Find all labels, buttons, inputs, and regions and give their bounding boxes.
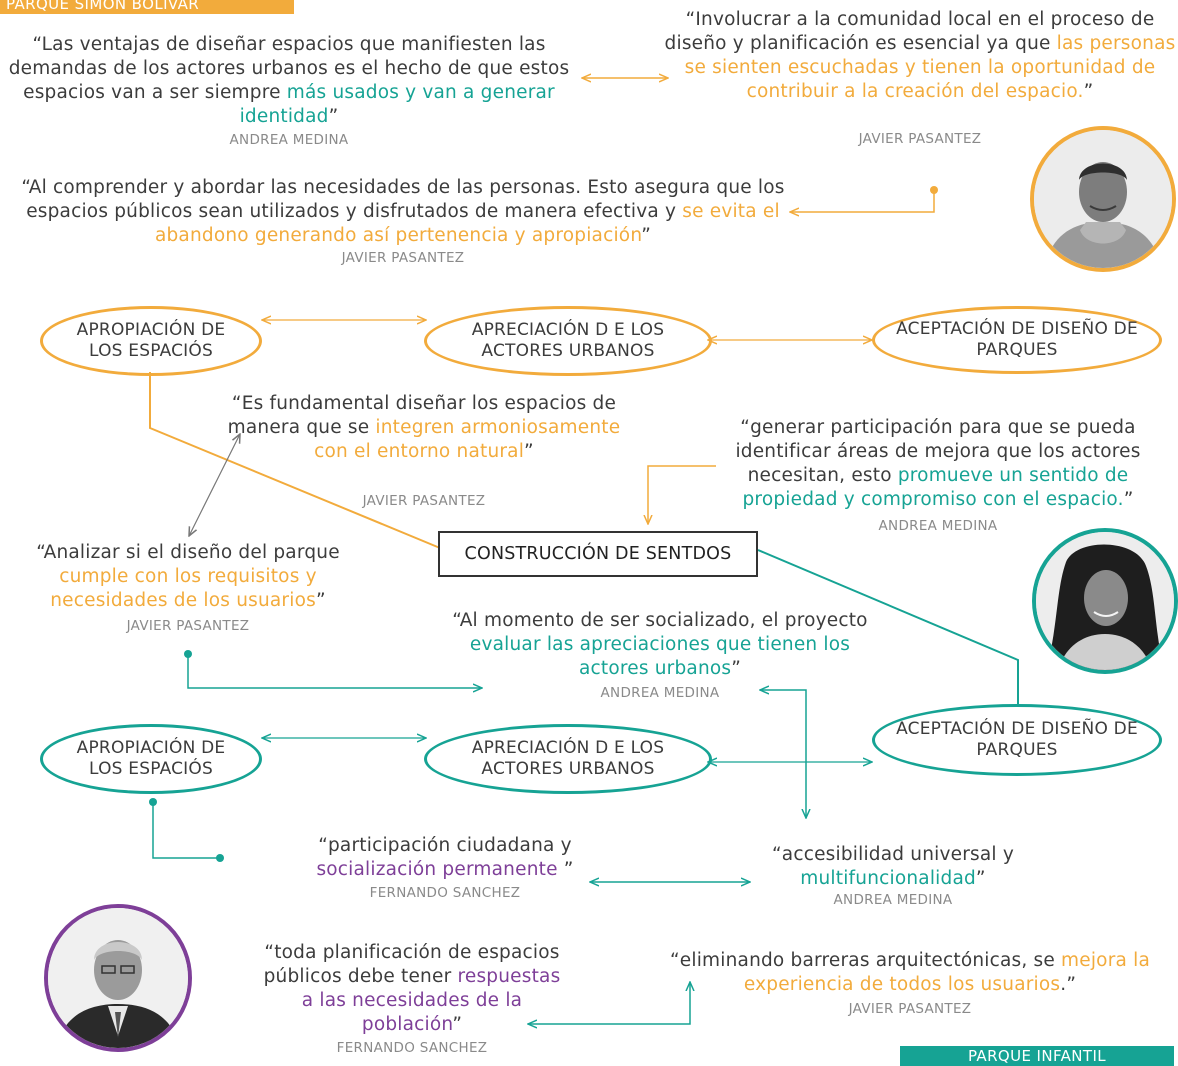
line-apropiacion-center xyxy=(149,372,441,549)
quote-5-text: “generar participación para que se pueda… xyxy=(735,417,1141,486)
quote-7-author: ANDREA MEDINA xyxy=(600,685,720,701)
node-row2-apropiacion: APROPIACIÓN DE LOS ESPACIÓS xyxy=(40,724,262,794)
quote-3-text: “Al comprender y abordar las necesidades… xyxy=(21,177,785,222)
center-box: CONSTRUCCIÓN DE SENTDOS xyxy=(438,531,758,577)
quote-1-highlight: más usados y van a generar identidad xyxy=(239,82,555,127)
quote-7-text: “Al momento de ser socializado, el proye… xyxy=(452,610,868,631)
quote-2-author: JAVIER PASANTEZ xyxy=(858,131,982,147)
quote-6-text: “Analizar si el diseño del parque xyxy=(36,542,340,563)
quote-2-end: ” xyxy=(1083,81,1094,102)
quote-2-highlight: las personas se sienten escuchadas y tie… xyxy=(684,33,1176,102)
quote-9-text: “accesibilidad universal y xyxy=(772,844,1014,865)
quote-11-author: JAVIER PASANTEZ xyxy=(848,1001,972,1017)
quote-4-author: JAVIER PASANTEZ xyxy=(362,493,486,509)
quote-8: “participación ciudadana y socialización… xyxy=(280,834,610,882)
quote-10: “toda planificación de espacios públicos… xyxy=(262,941,562,1037)
quote-5-author: ANDREA MEDINA xyxy=(878,518,998,534)
quote-9-end: ” xyxy=(975,868,986,889)
quote-3: “Al comprender y abordar las necesidades… xyxy=(8,176,798,248)
arrow-gray xyxy=(189,434,240,536)
tag-top: PARQUE SIMÓN BOLÍVAR xyxy=(0,0,294,14)
dot-q7 xyxy=(184,650,192,658)
node-row1-aceptacion-label: ACEPTACIÓN DE DISEÑO DE PARQUES xyxy=(896,319,1138,360)
node-row1-aceptacion: ACEPTACIÓN DE DISEÑO DE PARQUES xyxy=(872,306,1162,374)
quote-6-author: JAVIER PASANTEZ xyxy=(126,618,250,634)
quote-10-text: “toda planificación de espacios públicos… xyxy=(263,942,560,987)
quote-9-author: ANDREA MEDINA xyxy=(833,892,953,908)
quote-4-text: “Es fundamental diseñar los espacios de … xyxy=(227,393,617,438)
quote-7-highlight: evaluar las apreciaciones que tienen los… xyxy=(469,634,851,679)
node-row2-apreciacion-label: APRECIACIÓN D E LOS ACTORES URBANOS xyxy=(471,738,665,779)
quote-1-text: “Las ventajas de diseñar espacios que ma… xyxy=(8,34,570,103)
quote-3-end: ” xyxy=(641,225,652,246)
node-row1-apreciacion: APRECIACIÓN D E LOS ACTORES URBANOS xyxy=(424,306,712,376)
man-portrait-icon xyxy=(1034,130,1172,268)
quote-6-highlight: cumple con los requisitos y necesidades … xyxy=(50,566,317,611)
arrow-to-q3 xyxy=(790,190,935,212)
node-row2-apreciacion: APRECIACIÓN D E LOS ACTORES URBANOS xyxy=(424,724,712,794)
line-center-aceptacion xyxy=(757,549,1019,704)
quote-11: “eliminando barreras arquitectónicas, se… xyxy=(644,949,1176,997)
quote-1: “Las ventajas de diseñar espacios que ma… xyxy=(8,33,570,129)
dot-apropiacion-row2 xyxy=(149,798,157,806)
quote-5-end: ” xyxy=(1123,489,1134,510)
node-row1-apropiacion-label: APROPIACIÓN DE LOS ESPACIÓS xyxy=(76,320,226,361)
dot-q3 xyxy=(930,186,938,194)
quote-8-end: ” xyxy=(557,859,574,880)
quote-8-highlight: socialización permanente xyxy=(316,859,558,880)
quote-10-highlight: respuestas a las necesidades de la pobla… xyxy=(301,966,561,1035)
quote-2-text: “Involucrar a la comunidad local en el p… xyxy=(664,9,1155,54)
node-row2-aceptacion: ACEPTACIÓN DE DISEÑO DE PARQUES xyxy=(872,704,1162,776)
quote-11-highlight: mejora la experiencia de todos los usuar… xyxy=(743,950,1150,995)
quote-9: “accesibilidad universal y multifunciona… xyxy=(748,843,1038,891)
arrow-to-q7 xyxy=(187,654,482,688)
quote-10-end: ” xyxy=(452,1014,463,1035)
quote-4-highlight: integren armoniosamente con el entorno n… xyxy=(314,417,621,462)
quote-8-author: FERNANDO SANCHEZ xyxy=(369,885,521,901)
tag-bottom: PARQUE INFANTIL xyxy=(900,1046,1174,1066)
quote-6-end: ” xyxy=(315,590,326,611)
node-row2-aceptacion-label: ACEPTACIÓN DE DISEÑO DE PARQUES xyxy=(896,719,1138,760)
photo-bottom xyxy=(44,904,192,1052)
arrow-q5-center xyxy=(648,465,716,524)
quote-3-author: JAVIER PASANTEZ xyxy=(341,250,465,266)
older-man-portrait-icon xyxy=(48,908,188,1048)
quote-2: “Involucrar a la comunidad local en el p… xyxy=(664,8,1176,104)
photo-top xyxy=(1030,126,1176,272)
quote-7: “Al momento de ser socializado, el proye… xyxy=(440,609,880,681)
quote-7-end: ” xyxy=(731,658,742,679)
quote-9-highlight: multifuncionalidad xyxy=(800,868,976,889)
quote-3-highlight: se evita el abandono generando así perte… xyxy=(154,201,780,246)
quote-8-text: “participación ciudadana y xyxy=(318,835,572,856)
center-box-label: CONSTRUCCIÓN DE SENTDOS xyxy=(464,544,732,564)
quote-5-highlight: promueve un sentido de propiedad y compr… xyxy=(742,465,1129,510)
quote-4-end: ” xyxy=(524,441,534,462)
quote-1-author: ANDREA MEDINA xyxy=(229,132,349,148)
quote-11-text: “eliminando barreras arquitectónicas, se xyxy=(670,950,1062,971)
quote-6: “Analizar si el diseño del parque cumple… xyxy=(8,541,368,613)
woman-portrait-icon xyxy=(1036,532,1174,670)
arrow-q10-q11 xyxy=(528,982,690,1024)
node-row2-apropiacion-label: APROPIACIÓN DE LOS ESPACIÓS xyxy=(76,738,226,779)
node-row1-apropiacion: APROPIACIÓN DE LOS ESPACIÓS xyxy=(40,306,262,376)
quote-1-end: ” xyxy=(328,106,339,127)
quote-10-author: FERNANDO SANCHEZ xyxy=(336,1040,488,1056)
quote-11-end: .” xyxy=(1060,974,1077,995)
quote-5: “generar participación para que se pueda… xyxy=(700,416,1176,512)
dot-q8 xyxy=(216,854,224,862)
quote-4: “Es fundamental diseñar los espacios de … xyxy=(226,392,622,464)
photo-mid xyxy=(1032,528,1178,674)
arrow-q7-q9 xyxy=(760,690,806,818)
node-row1-apreciacion-label: APRECIACIÓN D E LOS ACTORES URBANOS xyxy=(471,320,665,361)
line-to-q8 xyxy=(152,802,220,859)
